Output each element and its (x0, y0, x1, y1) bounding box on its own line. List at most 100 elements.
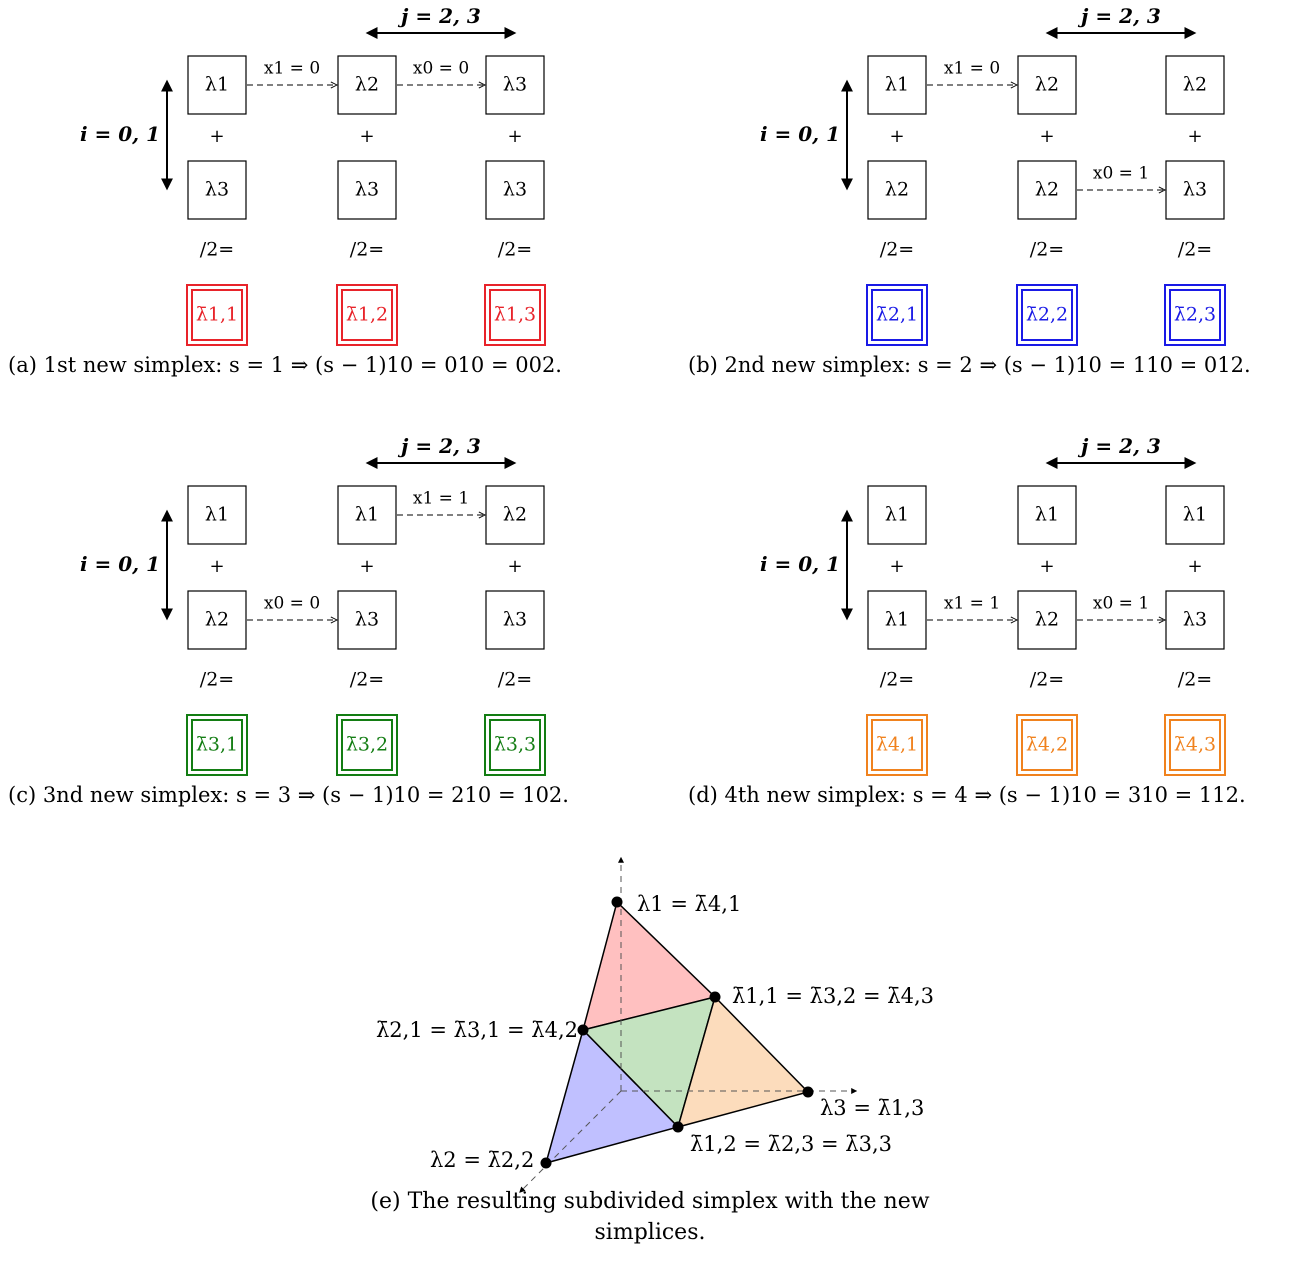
div-two-label: /2= (349, 668, 385, 691)
plus-sign: + (1039, 126, 1055, 147)
lambda-top-label: λ2 (502, 503, 528, 526)
lambda-bottom-label: λ2 (1034, 608, 1060, 631)
lambda-box-top (1017, 55, 1077, 115)
lambda-box-top (337, 485, 397, 545)
result-label: λ̄2,2 (1025, 303, 1069, 326)
div-two-label: /2= (497, 668, 533, 691)
lambda-bottom-label: λ3 (1182, 178, 1208, 201)
vertex-right-mid (709, 991, 721, 1003)
result-box-inner (1169, 289, 1221, 341)
lambda-bottom-label: λ1 (884, 608, 910, 631)
lambda-box-bottom (1017, 160, 1077, 220)
plus-sign: + (209, 126, 225, 147)
result-label: λ̄2,3 (1173, 303, 1217, 326)
lambda-top-label: λ1 (884, 503, 910, 526)
lambda-top-label: λ1 (1182, 503, 1208, 526)
result-box-outer (336, 714, 398, 776)
lambda-box-top (485, 55, 545, 115)
vertex-left-mid (577, 1024, 589, 1036)
substitution-label: x0 = 1 (1092, 163, 1150, 184)
div-two-label: /2= (1029, 668, 1065, 691)
lambda-bottom-label: λ2 (884, 178, 910, 201)
j-label-d: j = 2, 3 (1081, 434, 1161, 458)
result-box-outer (484, 714, 546, 776)
div-two-label: /2= (879, 668, 915, 691)
result-box-outer (866, 714, 928, 776)
lambda-bottom-label: λ3 (354, 608, 380, 631)
result-box-inner (341, 289, 393, 341)
result-box-inner (1169, 719, 1221, 771)
lambda-box-top (187, 55, 247, 115)
i-label-a: i = 0, 1 (79, 122, 161, 146)
lambda-bottom-label: λ2 (204, 608, 230, 631)
result-label: λ̄1,3 (493, 303, 537, 326)
substitution-label: x1 = 1 (943, 593, 1001, 614)
result-label: λ̄4,2 (1025, 733, 1069, 756)
div-two-label: /2= (349, 238, 385, 261)
lambda-bottom-label: λ3 (1182, 608, 1208, 631)
result-box-inner (871, 719, 923, 771)
lambda-bottom-label: λ3 (502, 608, 528, 631)
result-label: λ̄3,2 (345, 733, 389, 756)
panels-layer (161, 27, 1226, 776)
div-two-label: /2= (879, 238, 915, 261)
caption-c: (c) 3nd new simplex: s = 3 ⇒ (s − 1)10 =… (8, 783, 569, 807)
result-box-inner (489, 289, 541, 341)
plus-sign: + (889, 556, 905, 577)
result-box-outer (866, 284, 928, 346)
plus-sign: + (359, 556, 375, 577)
substitution-label: x1 = 1 (412, 488, 470, 509)
div-two-label: /2= (1177, 668, 1213, 691)
lambda-box-bottom (337, 590, 397, 650)
lambda-box-bottom (337, 160, 397, 220)
result-box-inner (1021, 289, 1073, 341)
i-label-d: i = 0, 1 (759, 552, 841, 576)
result-box-outer (484, 284, 546, 346)
lambda-box-bottom (867, 590, 927, 650)
div-two-label: /2= (199, 668, 235, 691)
i-label-c: i = 0, 1 (79, 552, 161, 576)
result-label: λ̄2,1 (875, 303, 919, 326)
lambda-top-label: λ2 (354, 73, 380, 96)
vertex-right (802, 1086, 814, 1098)
plus-sign: + (1187, 556, 1203, 577)
plus-sign: + (507, 126, 523, 147)
lambda-box-bottom (187, 590, 247, 650)
result-box-inner (1021, 719, 1073, 771)
caption-e: (e) The resulting subdivided simplex wit… (370, 1189, 930, 1245)
div-two-label: /2= (1177, 238, 1213, 261)
lambda-box-bottom (187, 160, 247, 220)
caption-a: (a) 1st new simplex: s = 1 ⇒ (s − 1)10 =… (8, 353, 562, 377)
j-label-a: j = 2, 3 (401, 4, 481, 28)
result-box-outer (186, 714, 248, 776)
vertex-top (611, 896, 623, 908)
result-box-inner (871, 289, 923, 341)
plus-sign: + (209, 556, 225, 577)
result-box-inner (191, 289, 243, 341)
substitution-label: x1 = 0 (263, 58, 321, 79)
caption-d: (d) 4th new simplex: s = 4 ⇒ (s − 1)10 =… (688, 783, 1246, 807)
lambda-box-top (485, 485, 545, 545)
lambda-box-bottom (867, 160, 927, 220)
result-box-outer (186, 284, 248, 346)
lambda-box-bottom (1165, 590, 1225, 650)
simplex-label-left-mid: λ̄2,1 = λ̄3,1 = λ̄4,2 (376, 1018, 579, 1042)
simplex-label-top: λ1 = λ̄4,1 (637, 892, 742, 916)
result-label: λ̄4,3 (1173, 733, 1217, 756)
subdivided-simplex (519, 856, 858, 1193)
axis-down-left (519, 1090, 622, 1193)
lambda-box-bottom (1017, 590, 1077, 650)
simplex-label-right: λ3 = λ̄1,3 (820, 1096, 925, 1120)
result-label: λ̄3,3 (493, 733, 537, 756)
lambda-box-top (1017, 485, 1077, 545)
plus-sign: + (507, 556, 523, 577)
result-label: λ̄1,1 (195, 303, 239, 326)
substitution-label: x0 = 1 (1092, 593, 1150, 614)
result-box-outer (1016, 714, 1078, 776)
result-label: λ̄4,1 (875, 733, 919, 756)
lambda-box-top (867, 485, 927, 545)
lambda-box-bottom (485, 590, 545, 650)
result-box-outer (1016, 284, 1078, 346)
vertex-bottom-mid (672, 1121, 684, 1133)
result-box-inner (489, 719, 541, 771)
